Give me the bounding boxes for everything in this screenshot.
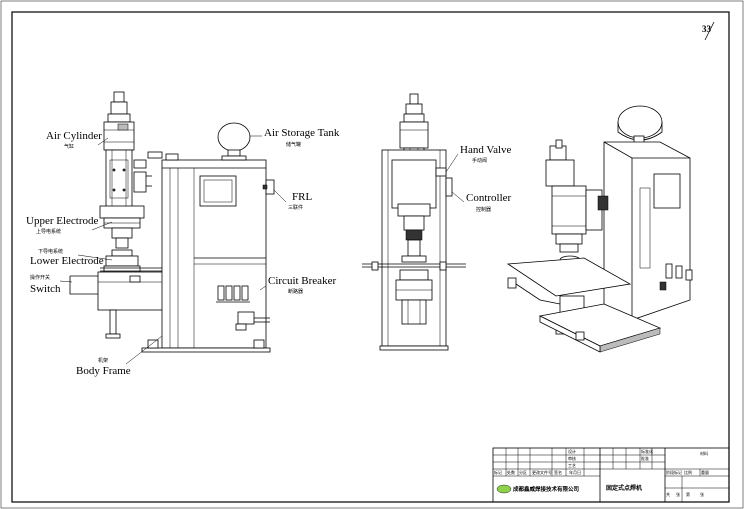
svg-text:Air Cylinder: Air Cylinder: [46, 130, 102, 142]
label-body-frame: 机架 Body Frame: [76, 335, 163, 377]
svg-text:Controller: Controller: [466, 192, 512, 204]
label-circuit-breaker: Circuit Breaker 断路器: [259, 275, 336, 295]
sheet-number-slash: [704, 21, 715, 41]
svg-text:气缸: 气缸: [64, 143, 74, 150]
svg-text:控制器: 控制器: [476, 206, 491, 213]
svg-text:Lower Electrode: Lower Electrode: [30, 255, 104, 267]
svg-text:手动阀: 手动阀: [472, 157, 487, 164]
svg-text:操作开关: 操作开关: [30, 274, 50, 281]
svg-text:标准化: 标准化: [641, 448, 653, 454]
label-upper-electrode: Upper Electrode 上导电系统: [26, 215, 113, 235]
svg-text:批准: 批准: [641, 455, 649, 461]
svg-text:Switch: Switch: [30, 283, 61, 295]
svg-text:比例: 比例: [684, 469, 692, 475]
svg-text:材料: 材料: [700, 450, 708, 456]
svg-text:更改文件号: 更改文件号: [532, 469, 552, 475]
label-lower-electrode: 下导电系统 Lower Electrode: [30, 248, 113, 267]
side-view-machine: [69, 91, 275, 353]
svg-text:FRL: FRL: [292, 191, 312, 203]
svg-text:储气罐: 储气罐: [286, 141, 301, 148]
drawing-border-inner: [11, 11, 730, 503]
label-air-cylinder: Air Cylinder 气缸: [46, 130, 109, 150]
svg-text:Circuit Breaker: Circuit Breaker: [268, 275, 336, 287]
svg-text:标记: 标记: [494, 469, 502, 475]
svg-text:年月日: 年月日: [569, 469, 581, 475]
svg-text:断路器: 断路器: [288, 288, 303, 295]
title-block: 标记 处数 分区 更改文件号 签名 年月日 设计 审核 工艺 标准化 批准 阶段…: [492, 447, 730, 503]
svg-text:Air Storage Tank: Air Storage Tank: [264, 127, 340, 139]
svg-text:Hand Valve: Hand Valve: [460, 144, 512, 156]
company-logo: [496, 484, 512, 494]
svg-text:分区: 分区: [519, 469, 527, 475]
label-controller: Controller 控制器: [451, 191, 512, 213]
svg-text:机架: 机架: [98, 357, 108, 364]
label-hand-valve: Hand Valve 手动阀: [445, 144, 512, 173]
svg-text:设计: 设计: [568, 448, 576, 454]
label-air-storage-tank: Air Storage Tank 储气罐: [250, 127, 340, 148]
drawing-name: 固定式点焊机: [606, 484, 642, 492]
svg-text:工艺: 工艺: [568, 463, 576, 468]
svg-text:Body Frame: Body Frame: [76, 365, 131, 377]
company-name: 成都鑫威焊接技术有限公司: [513, 485, 579, 493]
label-frl: FRL 三联件: [273, 189, 312, 211]
svg-text:上导电系统: 上导电系统: [36, 228, 61, 235]
svg-text:Upper Electrode: Upper Electrode: [26, 215, 98, 227]
svg-text:共: 共: [666, 491, 670, 497]
label-switch: 操作开关 Switch: [30, 274, 73, 295]
svg-text:三联件: 三联件: [288, 204, 303, 211]
svg-text:张: 张: [676, 491, 680, 497]
svg-text:第: 第: [686, 491, 690, 497]
sheet-number: 33: [702, 24, 712, 34]
svg-text:重量: 重量: [701, 469, 709, 475]
svg-text:签名: 签名: [554, 469, 562, 475]
svg-text:审核: 审核: [568, 455, 576, 461]
svg-text:处数: 处数: [507, 469, 515, 475]
isometric-view-machine: [506, 105, 693, 353]
front-view-machine: [362, 93, 466, 351]
svg-text:阶段标记: 阶段标记: [666, 469, 682, 475]
svg-text:张: 张: [700, 491, 704, 497]
svg-text:下导电系统: 下导电系统: [38, 248, 63, 255]
